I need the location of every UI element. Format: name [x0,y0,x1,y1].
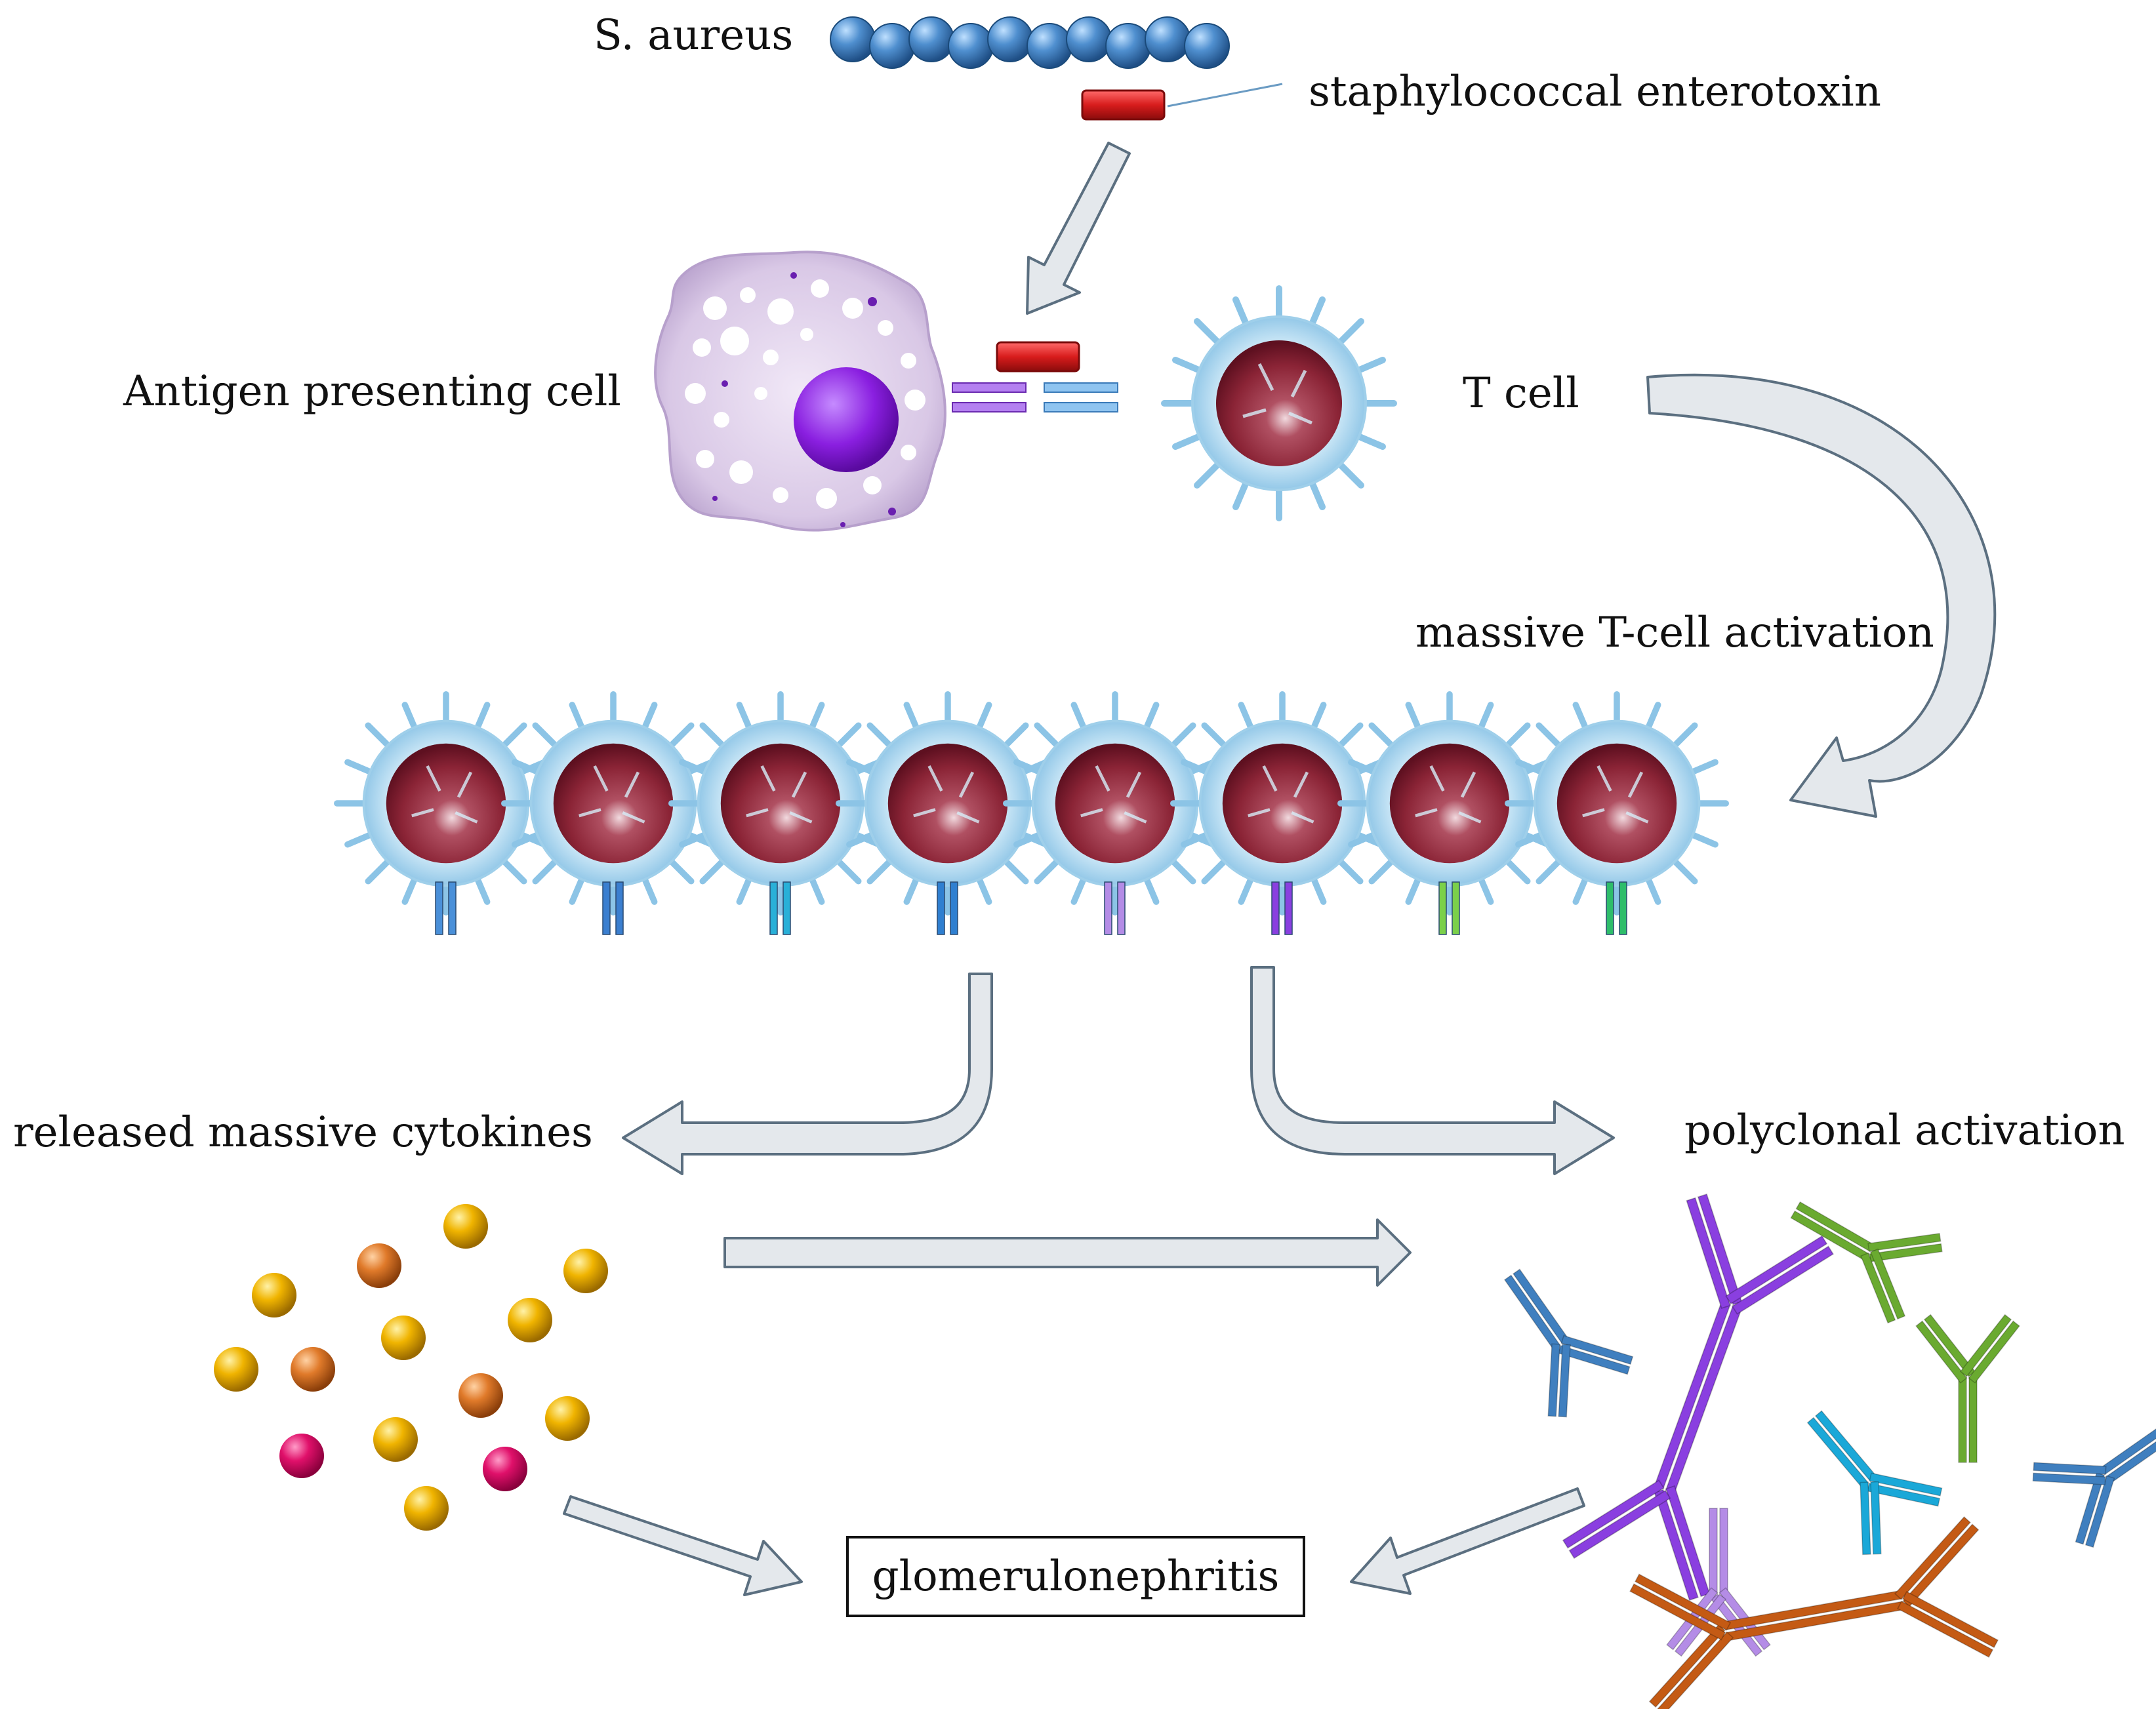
enterotoxin-block-top [1081,89,1166,121]
cytokine-sphere [508,1298,552,1342]
cytokine-sphere [443,1204,488,1249]
antibody [1629,1516,1999,1709]
label-enterotoxin: staphylococcal enterotoxin [1309,68,1881,116]
label-cytokines: released massive cytokines [13,1108,593,1157]
cytokine-sphere [483,1447,527,1491]
cytokine-sphere [563,1249,608,1293]
label-t-cell: T cell [1463,369,1579,418]
antibody [1806,1410,1943,1556]
t-cell-receptor-chain [1271,881,1280,935]
bacterium-coccus [869,23,915,69]
antibody [1790,1201,1943,1324]
label-s-aureus: S. aureus [594,11,794,60]
t-cell-receptor-chain [435,881,443,935]
t-cell-receptor-chain [615,881,624,935]
bacterium-coccus [830,16,876,62]
cytokine-sphere [214,1347,258,1392]
cytokine-sphere [545,1396,590,1441]
cytokine-to-antibody-arrow [723,1218,1412,1287]
cytokine-sphere [291,1347,335,1392]
tcr-receptor [1044,382,1118,412]
bacterium-coccus [1145,16,1190,62]
bacterium-coccus [1184,23,1230,69]
antibody [1915,1314,2020,1463]
t-cell [1164,289,1394,518]
antibody-cluster [1503,1193,2156,1709]
t-cell-receptor-chain [783,881,791,935]
activated-t-cell [1508,694,1726,913]
polyclonal-arrow [1250,966,1615,1175]
cytokine-sphere [357,1243,401,1288]
staphylococcus-chain [830,16,1230,69]
t-cell-receptor-chain [950,881,958,935]
antibody-to-outcome-arrow [1350,1487,1585,1595]
activation-curve-arrow [1646,373,1997,818]
cytokine-sphere [458,1373,503,1418]
label-t-cell-activation: massive T-cell activation [1415,609,1934,657]
activated-t-cell-row [337,694,1726,935]
t-cell-receptor-chain [1117,881,1126,935]
t-cell-receptor-chain [1452,881,1460,935]
t-cell-receptor-chain [602,881,611,935]
bacterium-coccus [1105,23,1151,69]
cytokine-sphere [373,1417,418,1462]
t-cell-receptor-chain [1606,881,1614,935]
label-glomerulonephritis: glomerulonephritis [872,1552,1280,1601]
apc-nucleus [794,367,899,472]
antibody [1562,1193,1835,1601]
t-cell-receptor-chain [1104,881,1112,935]
bacterium-coccus [948,23,994,69]
t-cell-receptor-chain [937,881,945,935]
t-cell-receptor-chain [1438,881,1447,935]
label-apc: Antigen presenting cell [123,367,621,416]
t-cell-receptor-chain [448,881,457,935]
bacterium-coccus [1066,16,1112,62]
cytokine-sphere [381,1316,426,1360]
cytokine-sphere [252,1273,296,1317]
t-cell-receptor-chain [769,881,778,935]
enterotoxin-block-bound [996,341,1080,372]
bacterium-coccus [1027,23,1072,69]
t-cell-receptor-chain [1284,881,1293,935]
antibody [1503,1268,1634,1418]
t-cell-receptor-chain [1619,881,1627,935]
toxin-leader-line [1167,83,1283,108]
cytokine-sphere [279,1434,324,1478]
antigen-presenting-cell [654,251,946,532]
label-polyclonal: polyclonal activation [1684,1106,2125,1155]
bacterium-coccus [987,16,1033,62]
glomerulonephritis-box: glomerulonephritis [846,1536,1305,1617]
cytokine-particles [214,1204,608,1531]
cytokine-arrow [622,973,993,1175]
antibody [2032,1418,2156,1548]
bacterium-coccus [908,16,954,62]
mhc-receptor [952,382,1027,412]
cytokine-to-outcome-arrow [563,1495,803,1596]
toxin-arrow [1026,142,1131,315]
cytokine-sphere [404,1486,449,1531]
